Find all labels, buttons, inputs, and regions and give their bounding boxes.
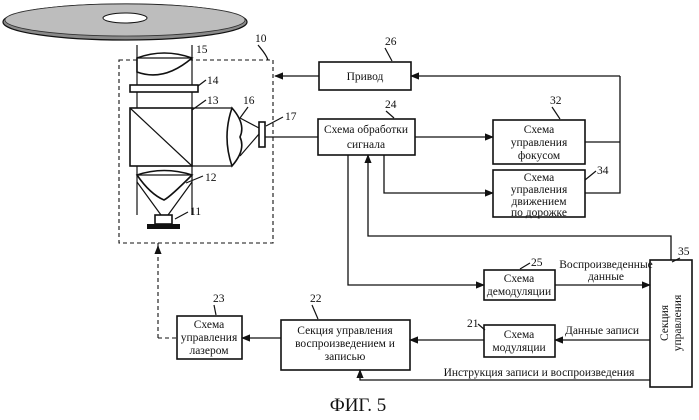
track-control-line-2: управления bbox=[511, 184, 568, 196]
focus-control-line-3: фокусом bbox=[518, 150, 561, 162]
reproduced-data-line-2: данные bbox=[588, 271, 624, 283]
focus-control-line-2: управления bbox=[511, 137, 568, 149]
laser-control-block: Схема управления лазером 23 bbox=[177, 293, 242, 359]
track-control-number: 34 bbox=[597, 165, 609, 177]
label-14: 14 bbox=[207, 75, 219, 87]
label-17: 17 bbox=[285, 111, 297, 123]
track-control-line-1: Схема bbox=[524, 172, 555, 184]
focus-control-line-1: Схема bbox=[524, 124, 555, 136]
label-11: 11 bbox=[190, 206, 201, 218]
focus-control-number: 32 bbox=[550, 95, 562, 107]
control-section-block: Секция управления 35 bbox=[650, 246, 692, 387]
modulation-line-1: Схема bbox=[504, 329, 535, 341]
reproduced-data-line-1: Воспроизведенные bbox=[559, 259, 653, 271]
figure-caption: ФИГ. 5 bbox=[330, 395, 387, 416]
control-section-line-1: Секция bbox=[659, 304, 671, 341]
track-control-line-4: по дорожке bbox=[511, 207, 567, 219]
instruction-label: Инструкция записи и воспроизведения bbox=[444, 367, 636, 379]
drive-block: Привод 26 bbox=[319, 36, 411, 90]
rec-play-line-2: воспроизведением и bbox=[295, 338, 395, 350]
optical-components bbox=[130, 45, 265, 229]
track-control-block: Схема управления движением по дорожке 34 bbox=[493, 165, 609, 219]
label-16: 16 bbox=[243, 95, 255, 107]
record-data-label: Данные записи bbox=[565, 325, 639, 337]
rec-play-number: 22 bbox=[310, 293, 322, 305]
label-12: 12 bbox=[205, 172, 217, 184]
laser-control-line-2: управления bbox=[181, 332, 238, 344]
control-section-number: 35 bbox=[678, 246, 690, 258]
signal-processing-number: 24 bbox=[385, 99, 397, 111]
modulation-block: Схема модуляции 21 bbox=[467, 318, 555, 357]
optical-disc bbox=[3, 4, 247, 40]
rec-play-control-block: Секция управления воспроизведением и зап… bbox=[281, 293, 410, 370]
signal-processing-line-1: Схема обработки bbox=[324, 124, 408, 136]
signal-processing-line-2: сигнала bbox=[347, 139, 385, 151]
demodulation-line-2: демодуляции bbox=[487, 286, 551, 298]
focus-control-block: Схема управления фокусом 32 bbox=[493, 95, 585, 164]
drive-label: Привод bbox=[347, 71, 384, 83]
label-15: 15 bbox=[196, 44, 208, 56]
control-section-line-2: управления bbox=[672, 294, 684, 351]
rec-play-line-3: записью bbox=[325, 351, 366, 363]
optical-head-number: 10 bbox=[255, 33, 267, 45]
rec-play-line-1: Секция управления bbox=[297, 325, 393, 337]
demodulation-line-1: Схема bbox=[504, 273, 535, 285]
signal-processing-block: Схема обработки сигнала 24 bbox=[318, 99, 415, 155]
laser-control-number: 23 bbox=[213, 293, 225, 305]
demodulation-number: 25 bbox=[531, 257, 543, 269]
laser-control-line-3: лазером bbox=[189, 345, 229, 357]
label-13: 13 bbox=[207, 95, 219, 107]
laser-control-line-1: Схема bbox=[194, 319, 225, 331]
drive-number: 26 bbox=[385, 36, 397, 48]
modulation-line-2: модуляции bbox=[492, 342, 545, 354]
modulation-number: 21 bbox=[467, 318, 479, 330]
demodulation-block: Схема демодуляции 25 bbox=[484, 257, 555, 300]
